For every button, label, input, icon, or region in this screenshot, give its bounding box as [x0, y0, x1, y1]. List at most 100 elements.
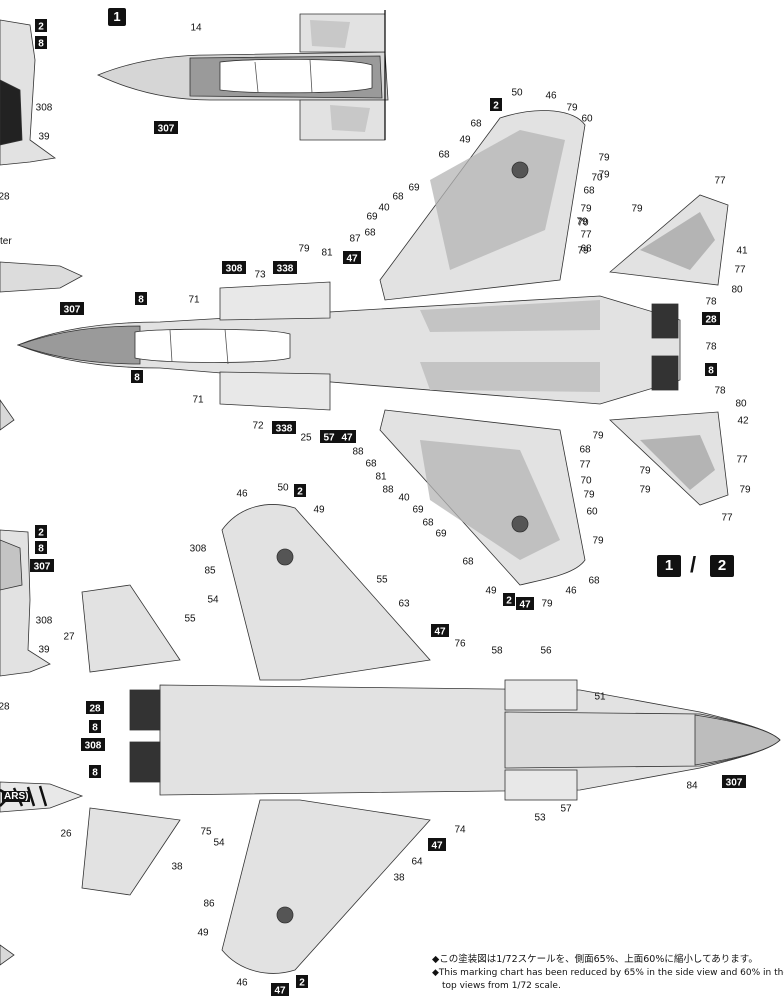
callouts-top-label: 70	[580, 476, 592, 487]
svg-text:79: 79	[739, 485, 751, 496]
svg-text:70: 70	[577, 218, 589, 229]
callouts-left-label: 8	[35, 36, 47, 50]
svg-text:69: 69	[408, 183, 420, 194]
callouts-top-label: 307	[60, 302, 84, 316]
svg-text:63: 63	[398, 599, 410, 610]
callouts-top-label: 79	[566, 103, 578, 114]
svg-text:80: 80	[731, 285, 743, 296]
svg-text:8: 8	[134, 373, 140, 384]
callouts-top-label: 79	[639, 485, 651, 496]
svg-text:46: 46	[236, 489, 248, 500]
svg-text:26: 26	[60, 829, 72, 840]
callouts-bottom-label: 8	[89, 720, 101, 734]
callouts-bottom-label: 55	[376, 575, 388, 586]
svg-text:79: 79	[576, 217, 588, 228]
callouts-bottom-label: 307	[722, 775, 746, 789]
svg-text:68: 68	[470, 119, 482, 130]
svg-text:80: 80	[735, 399, 747, 410]
callouts-bottom-label: 76	[454, 639, 466, 650]
callouts-bottom-label: 55	[184, 614, 196, 625]
svg-text:58: 58	[491, 646, 503, 657]
callouts-top-label: 14	[190, 23, 202, 34]
svg-text:28: 28	[0, 702, 10, 713]
callouts-top-label: 70	[577, 218, 589, 229]
svg-text:308: 308	[36, 103, 53, 114]
callouts-bottom-label: 46	[236, 489, 248, 500]
svg-text:42: 42	[737, 416, 749, 427]
callouts-bottom-label: 57	[560, 804, 572, 815]
svg-text:47: 47	[519, 600, 531, 611]
callouts-top-label: 42	[737, 416, 749, 427]
callouts-top-label: 47	[516, 597, 534, 611]
callouts-top-label: 79	[583, 490, 595, 501]
svg-text:8: 8	[708, 366, 714, 377]
callouts-bottom-label: 75	[200, 827, 212, 838]
callouts-top-label: 78	[714, 386, 726, 397]
svg-text:56: 56	[540, 646, 552, 657]
svg-text:88: 88	[352, 447, 364, 458]
svg-text:2: 2	[299, 978, 305, 989]
callouts-bottom-label: 49	[197, 928, 209, 939]
callouts-top-label: 68	[364, 228, 376, 239]
callouts-left-label: 28	[0, 192, 10, 203]
callouts-top-label: 79	[592, 536, 604, 547]
callouts-top-label: 77	[580, 230, 592, 241]
svg-text:47: 47	[346, 254, 358, 265]
svg-text:87: 87	[349, 234, 361, 245]
svg-text:75: 75	[200, 827, 212, 838]
callouts-top-label: 88	[382, 485, 394, 496]
callouts-top-label: 60	[581, 114, 593, 125]
svg-text:338: 338	[276, 424, 293, 435]
svg-text:68: 68	[579, 445, 591, 456]
svg-text:308: 308	[85, 741, 102, 752]
callouts-top-label: 88	[352, 447, 364, 458]
svg-text:54: 54	[213, 838, 225, 849]
callouts-top-label: 46	[565, 586, 577, 597]
svg-text:64: 64	[411, 857, 423, 868]
callouts-top-label: 8	[705, 363, 717, 377]
svg-text:76: 76	[454, 639, 466, 650]
callouts-top-label: 79	[639, 466, 651, 477]
callouts-top-label: 73	[254, 270, 266, 281]
callouts-top-label: 49	[459, 135, 471, 146]
callouts-top-label: 68	[365, 459, 377, 470]
svg-text:27: 27	[63, 632, 75, 643]
svg-text:68: 68	[364, 228, 376, 239]
note-japanese: ◆この塗装図は1/72スケールを、側面65%、上面60%に縮小してあります。	[432, 954, 758, 965]
note-english-line1: ◆This marking chart has been reduced by …	[432, 968, 784, 978]
callouts-bottom-label: 50	[277, 483, 289, 494]
svg-text:79: 79	[598, 170, 610, 181]
callouts-bottom-label: 2	[296, 975, 308, 989]
callouts-top-label: 79	[598, 153, 610, 164]
callouts-top-label: 25	[300, 433, 312, 444]
svg-text:57: 57	[323, 433, 335, 444]
svg-text:28: 28	[0, 192, 10, 203]
svg-text:68: 68	[588, 576, 600, 587]
svg-text:78: 78	[705, 297, 717, 308]
callouts-top-label: 68	[392, 192, 404, 203]
svg-text:2: 2	[506, 596, 512, 607]
callouts-top-label: 79	[576, 217, 588, 228]
svg-text:39: 39	[38, 132, 50, 143]
left-text-fragment: ter	[0, 236, 12, 247]
callouts-top-label: 78	[705, 297, 717, 308]
callouts-bottom-label: 2	[294, 484, 306, 498]
svg-text:41: 41	[736, 246, 748, 257]
callouts-bottom-label: 26	[60, 829, 72, 840]
svg-text:8: 8	[38, 544, 44, 555]
svg-text:77: 77	[736, 455, 748, 466]
callouts-top-label: 71	[192, 395, 204, 406]
callouts-top-label: 69	[366, 212, 378, 223]
callouts-bottom-label: 38	[171, 862, 183, 873]
callouts-top-label: 8	[131, 370, 143, 384]
svg-text:72: 72	[252, 421, 264, 432]
callouts-top-label: 81	[321, 248, 333, 259]
svg-text:50: 50	[511, 88, 523, 99]
callouts-bottom-label: 85	[204, 566, 216, 577]
svg-text:68: 68	[422, 518, 434, 529]
callouts-top-label: 79	[541, 599, 553, 610]
svg-text:79: 79	[541, 599, 553, 610]
svg-text:68: 68	[583, 186, 595, 197]
callouts-top-label: 80	[731, 285, 743, 296]
svg-text:79: 79	[598, 153, 610, 164]
